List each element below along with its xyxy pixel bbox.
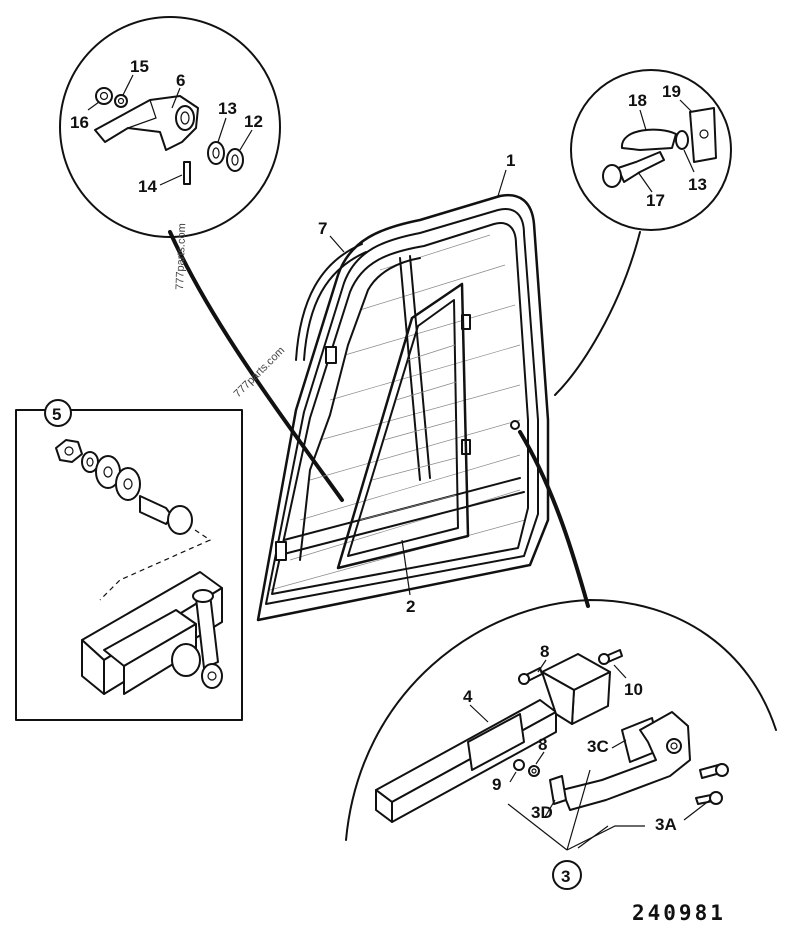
callout-15: 15: [130, 57, 149, 76]
callout-3a: 3A: [655, 815, 677, 834]
detail-handle-lock: [345, 599, 777, 851]
watermark-1: 777parts.com: [174, 223, 188, 290]
callout-5-circle: [44, 399, 72, 427]
callout-3d: 3D: [531, 803, 553, 822]
callout-2: 2: [406, 597, 415, 616]
detail-latch-circle: [570, 69, 732, 231]
cab-door: [256, 193, 550, 622]
callout-8-top: 8: [540, 642, 549, 661]
callout-6: 6: [176, 71, 185, 90]
callout-labels: 1 2 3 3A 3C 3D 4 5 6 7 8 8 9 10 12 13 13…: [44, 57, 707, 890]
callout-7: 7: [318, 219, 327, 238]
callout-19: 19: [662, 82, 681, 101]
callout-5: 5: [52, 405, 61, 424]
door-seal: [295, 235, 367, 361]
callout-13-left: 13: [218, 99, 237, 118]
callout-13-right: 13: [688, 175, 707, 194]
callout-1: 1: [506, 151, 515, 170]
callout-3c: 3C: [587, 737, 609, 756]
detail-box-5: [15, 409, 243, 721]
callout-12: 12: [244, 112, 263, 131]
callout-8-bottom: 8: [538, 735, 547, 754]
sliding-window: [336, 282, 470, 570]
callout-10: 10: [624, 680, 643, 699]
callout-3: 3: [561, 867, 570, 886]
detail-hinge-circle: [59, 16, 281, 238]
callout-3-circle: [552, 860, 582, 890]
callout-16: 16: [70, 113, 89, 132]
callout-9: 9: [492, 775, 501, 794]
callout-17: 17: [646, 191, 665, 210]
callout-18: 18: [628, 91, 647, 110]
callout-4: 4: [463, 687, 473, 706]
drawing-number: 240981: [632, 901, 726, 925]
callout-14: 14: [138, 177, 157, 196]
